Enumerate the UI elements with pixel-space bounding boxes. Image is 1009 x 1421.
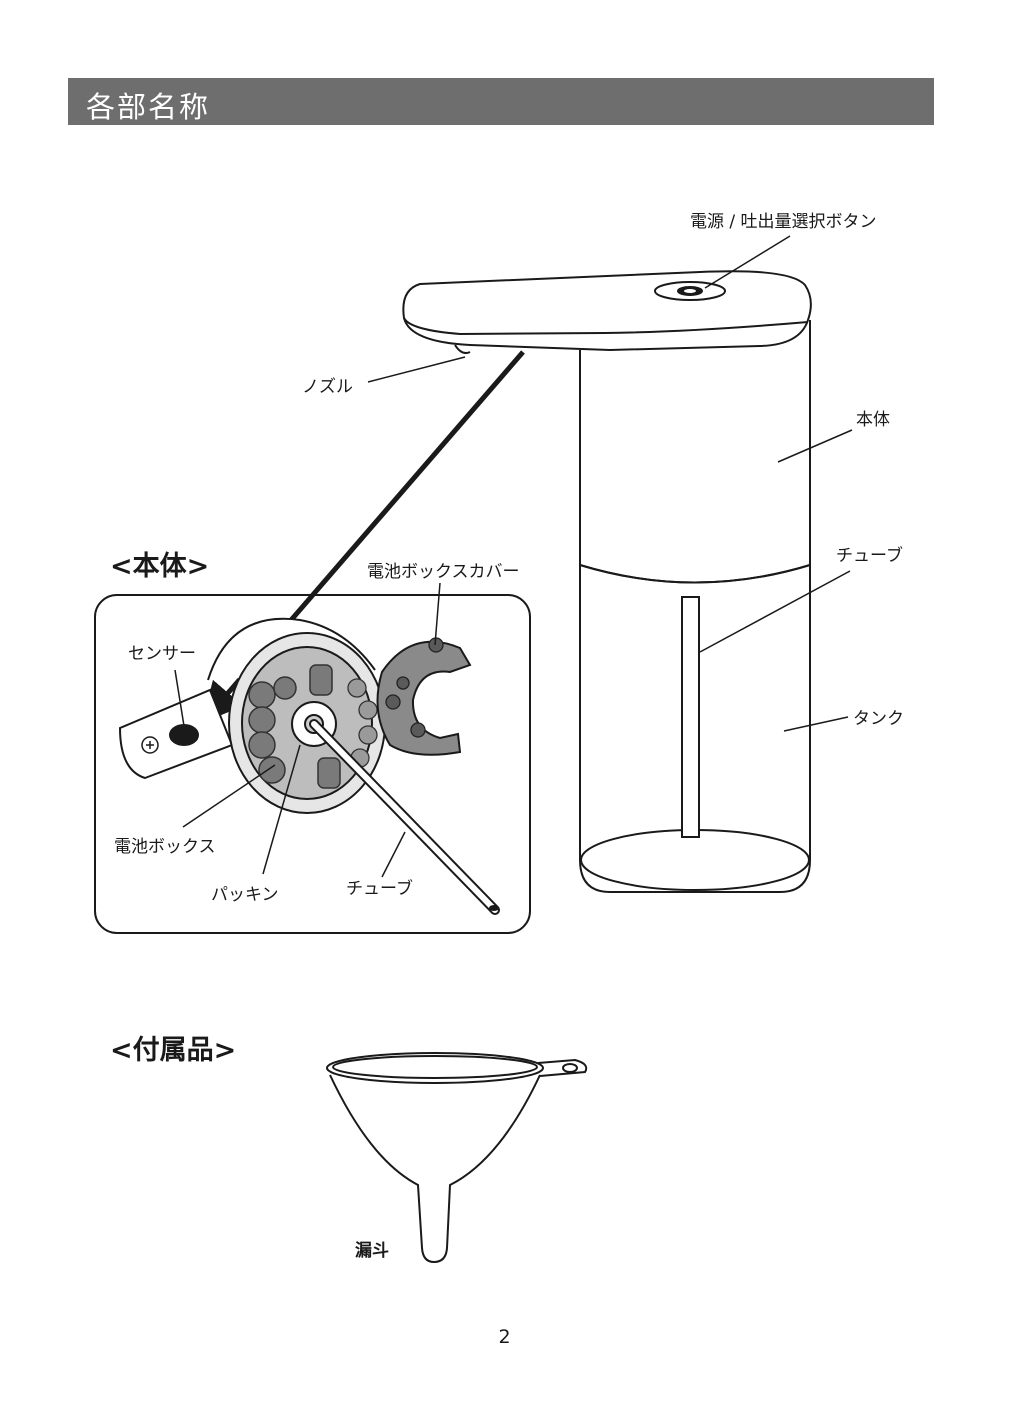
section-title-accessories: <付属品>	[110, 1028, 236, 1067]
label-funnel: 漏斗	[355, 1236, 389, 1261]
sensor	[170, 725, 198, 745]
label-battery-box-cover: 電池ボックスカバー	[367, 557, 520, 582]
label-body: 本体	[856, 405, 890, 430]
label-sensor: センサー	[128, 639, 196, 664]
funnel-drawing	[327, 1053, 586, 1262]
dispenser-body	[580, 320, 810, 583]
inner-tube	[682, 597, 699, 837]
label-packing: パッキン	[211, 880, 279, 905]
label-tube: チューブ	[836, 541, 903, 566]
page-number: 2	[0, 1326, 1009, 1348]
label-inset-tube: チューブ	[346, 874, 413, 899]
label-tank: タンク	[853, 704, 904, 729]
section-title-body: <本体>	[110, 544, 209, 583]
label-battery-box: 電池ボックス	[114, 832, 216, 857]
dispenser-head	[403, 271, 811, 350]
label-nozzle: ノズル	[302, 372, 353, 397]
label-power-button: 電源 / 吐出量選択ボタン	[690, 207, 877, 232]
